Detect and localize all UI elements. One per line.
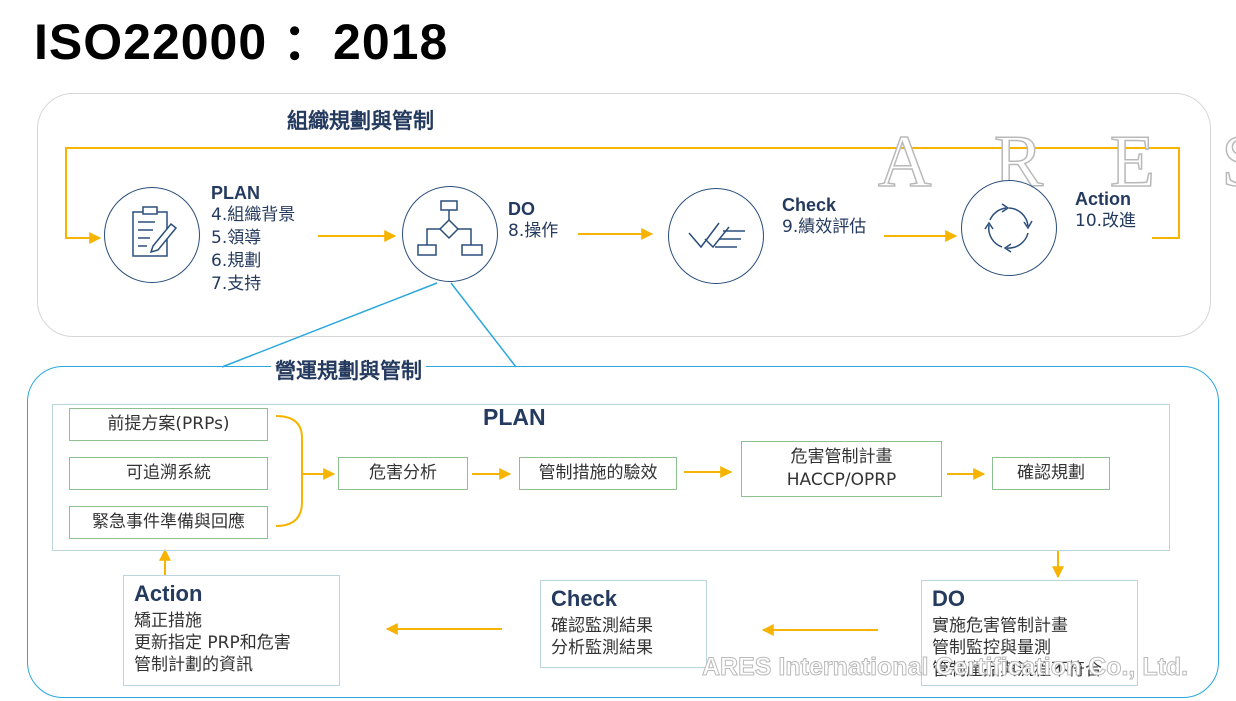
input-box-prps: 前提方案(PRPs) <box>69 408 268 441</box>
plan-phase-line: 6.規劃 <box>211 251 262 271</box>
watermark-logo: A R E S <box>877 120 1236 204</box>
plan-circle <box>104 187 200 283</box>
action-box-title: Action <box>134 581 203 606</box>
action-circle <box>961 180 1057 276</box>
input-box-traceability: 可追溯系統 <box>69 457 268 490</box>
checklist-icon <box>688 222 745 249</box>
action-box-line: 矯正措施 <box>134 611 202 631</box>
flow-box-confirm-planning: 確認規劃 <box>992 457 1110 490</box>
org-planning-panel <box>37 93 1211 337</box>
plan-phase-line: 4.組織背景 <box>211 205 296 225</box>
do-phase-line: 8.操作 <box>508 221 559 241</box>
plan-area <box>52 404 1170 551</box>
top-loop-line <box>65 147 1180 244</box>
check-phase-text: Check 9.績效評估 <box>782 194 866 239</box>
do-box-line: 管制產品與流程不符合 <box>932 660 1102 680</box>
do-phase-title: DO <box>508 199 535 219</box>
action-box-line: 更新指定 PRP和危害 <box>134 633 291 653</box>
action-box: Action 矯正措施 更新指定 PRP和危害 管制計劃的資訊 <box>123 575 340 686</box>
plan-area-title: PLAN <box>483 404 546 430</box>
operational-planning-panel <box>27 366 1219 698</box>
bottom-section-heading: 營運規劃與管制 <box>271 355 426 385</box>
do-box-line: 管制監控與量測 <box>932 638 1051 658</box>
action-phase-title: Action <box>1075 189 1131 209</box>
action-phase-line: 10.改進 <box>1075 211 1137 231</box>
do-box-line: 實施危害管制計畫 <box>932 616 1068 636</box>
flowchart-icon <box>417 200 483 256</box>
check-box: Check 確認監測結果 分析監測結果 <box>540 580 707 668</box>
plan-phase-line: 5.領導 <box>211 228 262 248</box>
check-phase-line: 9.績效評估 <box>782 217 867 237</box>
check-box-title: Check <box>551 586 618 611</box>
flow-box-haccp-plan: 危害管制計畫 HACCP/OPRP <box>741 441 942 497</box>
do-box: DO 實施危害管制計畫 管制監控與量測 管制產品與流程不符合 <box>921 580 1138 686</box>
plan-phase-line: 7.支持 <box>211 274 262 294</box>
flow-box-hazard-analysis: 危害分析 <box>338 457 468 490</box>
clipboard-pencil-icon <box>132 206 178 257</box>
company-watermark: ARES International Certification Co., Lt… <box>701 653 1189 682</box>
do-circle <box>402 186 498 282</box>
do-phase-text: DO 8.操作 <box>508 198 558 243</box>
zoom-line-left <box>221 282 438 368</box>
zoom-line-right <box>450 282 517 368</box>
input-box-emergency: 緊急事件準備與回應 <box>69 506 268 539</box>
check-box-line: 確認監測結果 <box>551 616 653 636</box>
action-phase-text: Action 10.改進 <box>1075 188 1136 233</box>
plan-phase-text: PLAN 4.組織背景 5.領導 6.規劃 7.支持 <box>211 182 295 296</box>
page-title: ISO22000 ：2018 <box>34 14 449 70</box>
action-box-line: 管制計劃的資訊 <box>134 655 253 675</box>
plan-phase-title: PLAN <box>211 183 260 203</box>
inputs-bracket <box>275 415 303 527</box>
check-circle <box>668 188 764 284</box>
top-section-heading: 組織規劃與管制 <box>287 109 434 133</box>
refresh-cycle-icon <box>984 203 1033 253</box>
flow-box-control-validation: 管制措施的驗效 <box>519 457 677 490</box>
check-phase-title: Check <box>782 195 837 215</box>
do-box-title: DO <box>932 586 965 611</box>
check-box-line: 分析監測結果 <box>551 638 653 658</box>
